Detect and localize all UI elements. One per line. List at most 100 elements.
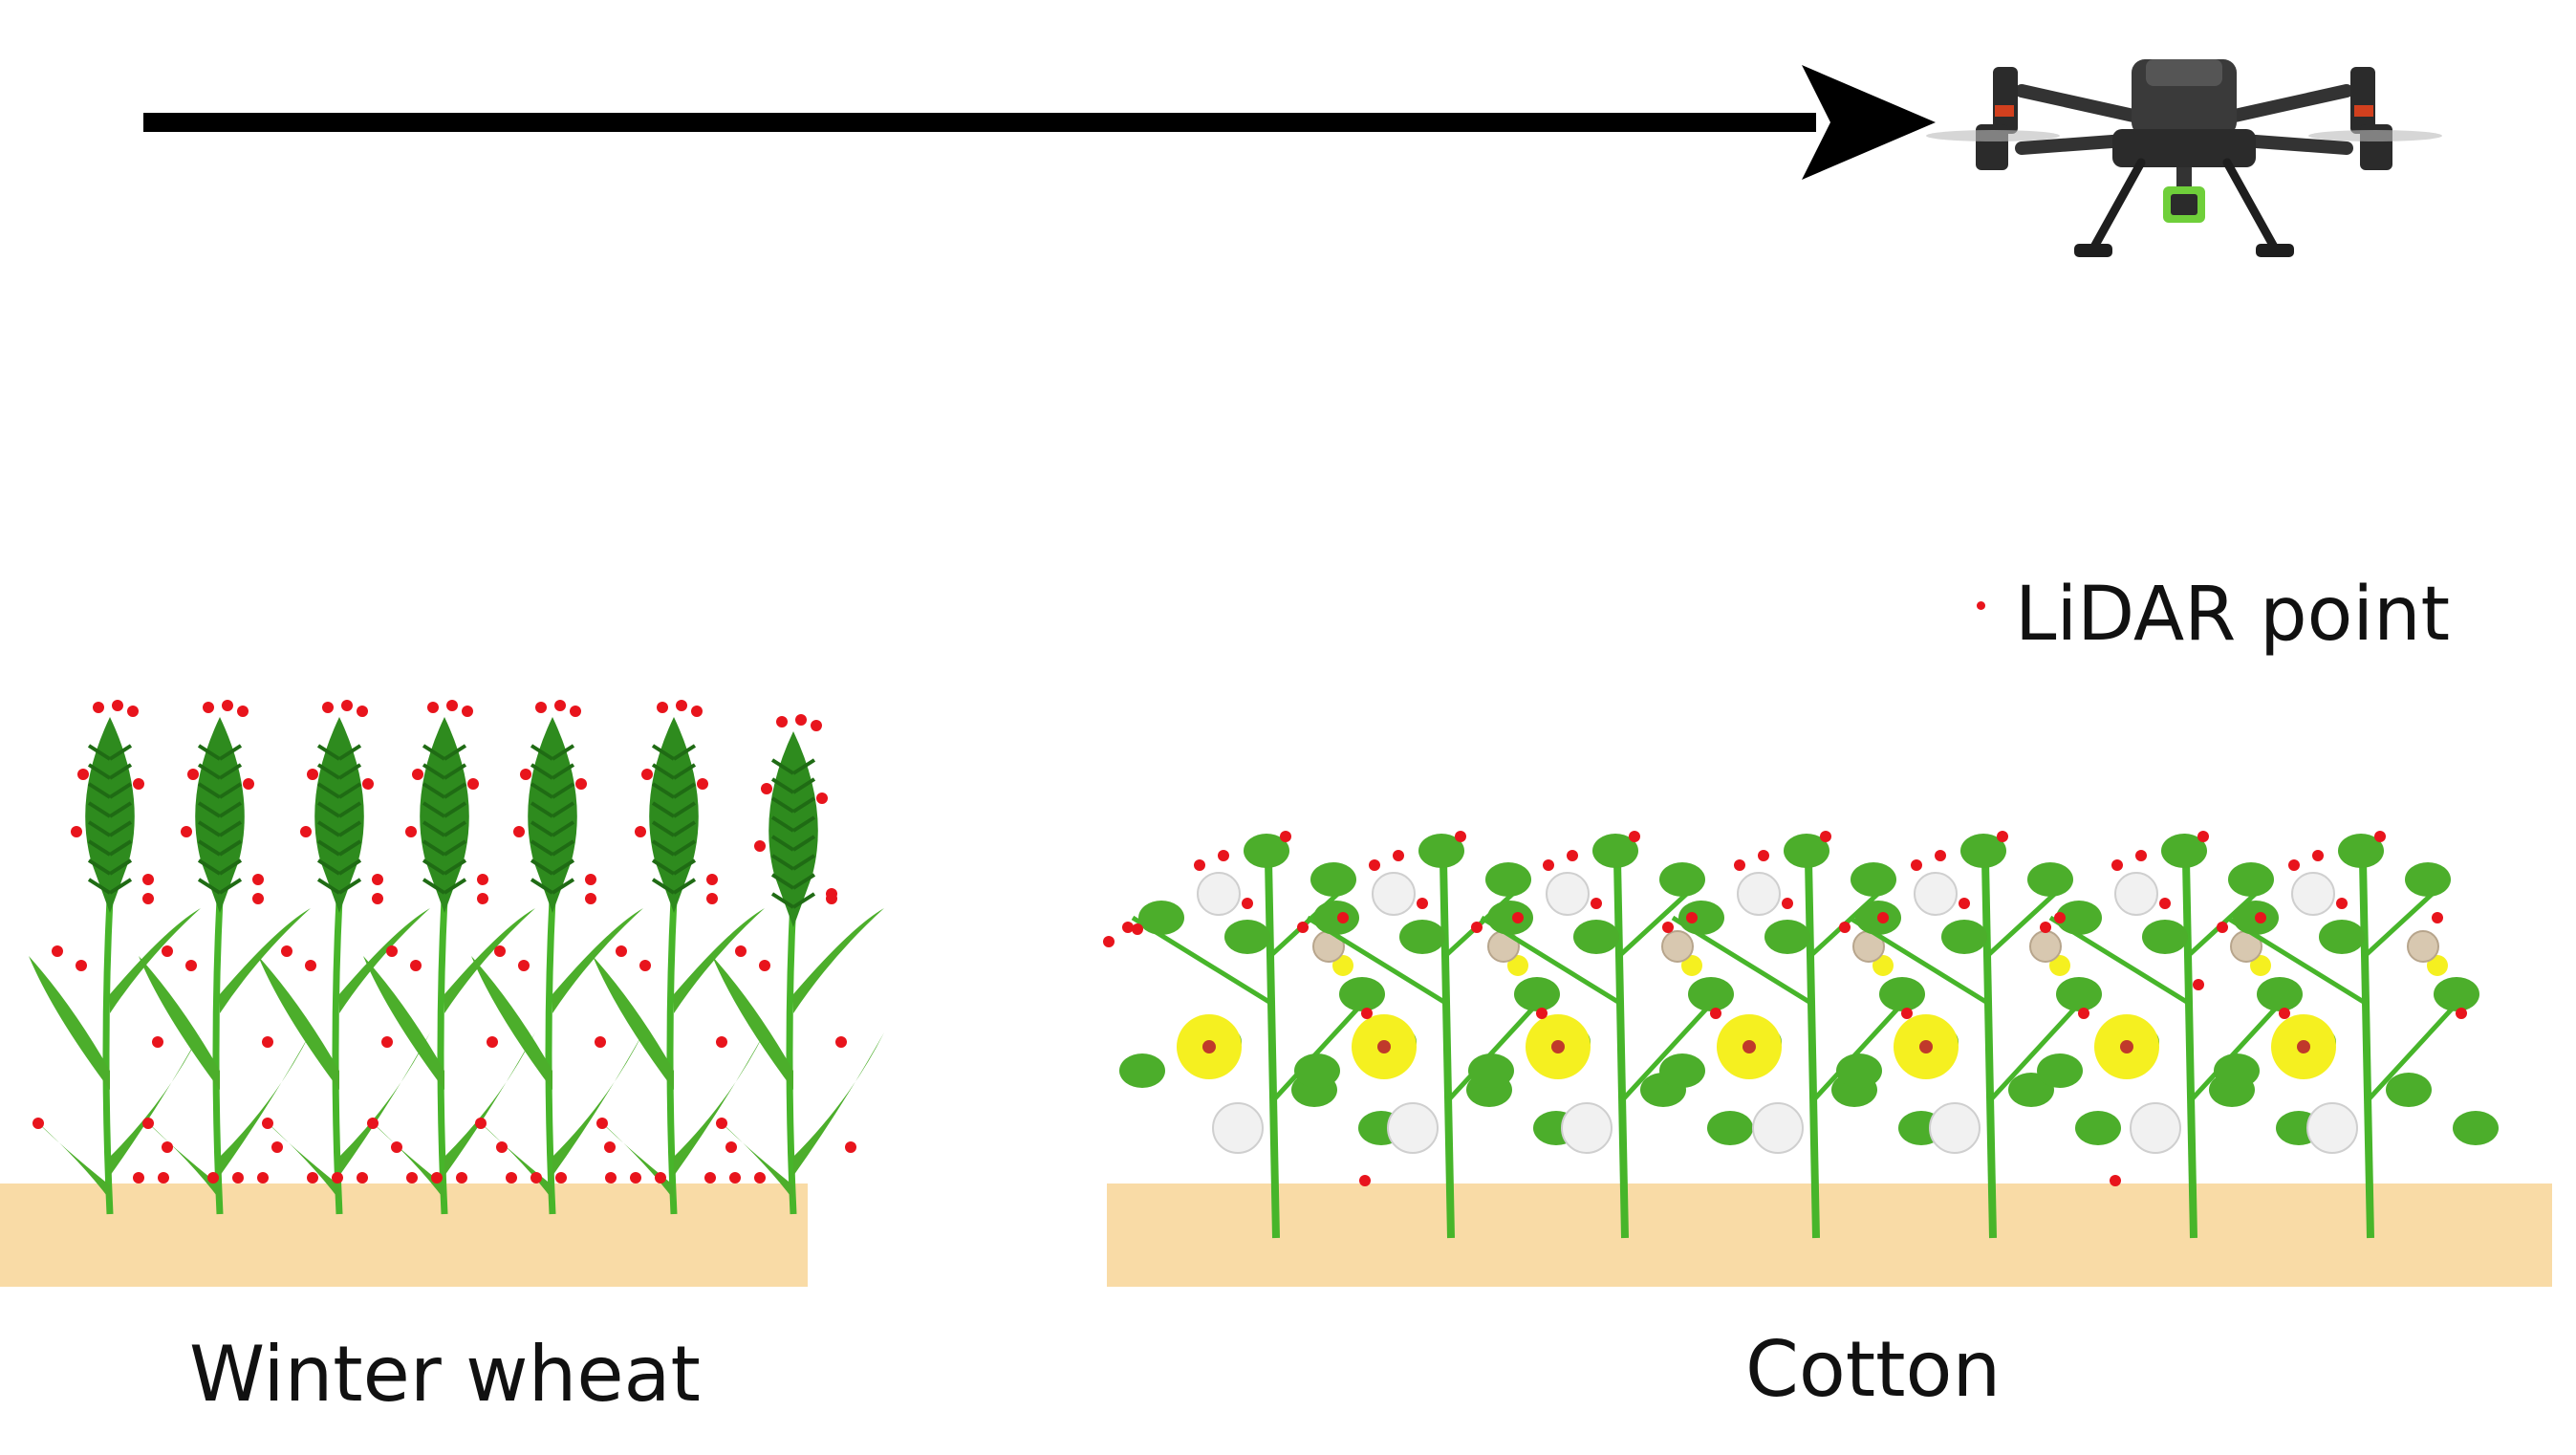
- lidar-point: [1734, 859, 1745, 871]
- lidar-point: [1959, 898, 1970, 909]
- lidar-point: [127, 706, 139, 717]
- lidar-point: [845, 1141, 856, 1153]
- lidar-point: [506, 1172, 517, 1184]
- lidar-point: [133, 1172, 144, 1184]
- lidar-point: [585, 874, 596, 885]
- lidar-point: [1393, 850, 1404, 861]
- lidar-point: [1280, 831, 1291, 842]
- cotton-plant-icon: [2037, 834, 2322, 1239]
- wheat-plant-icon: [363, 717, 535, 1215]
- lidar-point: [630, 1172, 641, 1184]
- lidar-point: [595, 1036, 606, 1048]
- legend-label: LiDAR point: [2015, 572, 2451, 658]
- lidar-point: [93, 702, 104, 713]
- lidar-point: [2111, 859, 2123, 871]
- soil-wheat: [0, 1184, 808, 1287]
- lidar-point: [759, 960, 770, 971]
- lidar-point: [2159, 898, 2171, 909]
- lidar-point: [2197, 831, 2209, 842]
- lidar-point: [142, 893, 154, 904]
- lidar-point: [1132, 923, 1143, 935]
- soil-cotton: [1107, 1184, 2552, 1287]
- lidar-point: [811, 720, 822, 731]
- lidar-point: [585, 893, 596, 904]
- lidar-point: [412, 769, 423, 780]
- winter-wheat-label: Winter wheat: [189, 1330, 701, 1419]
- lidar-point: [367, 1118, 379, 1129]
- lidar-point: [1242, 898, 1253, 909]
- lidar-point: [716, 1118, 727, 1129]
- lidar-point: [207, 1172, 219, 1184]
- wheat-plant-icon: [712, 731, 884, 1215]
- lidar-point: [52, 945, 63, 957]
- lidar-point: [1543, 859, 1554, 871]
- lidar-point: [372, 874, 383, 885]
- cotton-field: [1119, 834, 2499, 1239]
- lidar-point: [635, 826, 646, 837]
- lidar-point: [1218, 850, 1229, 861]
- lidar-point: [427, 702, 439, 713]
- lidar-point: [381, 1036, 393, 1048]
- lidar-point: [795, 714, 807, 726]
- lidar-point: [232, 1172, 244, 1184]
- lidar-point: [341, 700, 353, 711]
- lidar-point: [305, 960, 316, 971]
- lidar-point: [555, 1172, 567, 1184]
- lidar-point: [1194, 859, 1205, 871]
- lidar-point: [706, 893, 718, 904]
- lidar-point: [1877, 912, 1889, 923]
- lidar-point: [1935, 850, 1946, 861]
- lidar-point: [616, 945, 627, 957]
- lidar-point: [262, 1036, 273, 1048]
- lidar-point: [735, 945, 747, 957]
- lidar-point: [456, 1172, 467, 1184]
- lidar-point: [2110, 1175, 2121, 1186]
- lidar-point: [222, 700, 233, 711]
- lidar-point: [405, 826, 417, 837]
- lidar-point: [362, 778, 374, 790]
- lidar-point: [605, 1172, 617, 1184]
- lidar-point: [2040, 922, 2051, 933]
- lidar-point: [477, 874, 488, 885]
- lidar-point: [243, 778, 254, 790]
- lidar-point: [1997, 831, 2008, 842]
- wheat-plant-icon: [29, 717, 201, 1215]
- lidar-point: [322, 702, 334, 713]
- lidar-point: [494, 945, 506, 957]
- wheat-plant-icon: [593, 717, 765, 1215]
- lidar-point: [76, 960, 87, 971]
- lidar-point: [1839, 922, 1851, 933]
- lidar-point: [1567, 850, 1578, 861]
- lidar-point: [477, 893, 488, 904]
- lidar-point: [181, 826, 192, 837]
- lidar-point: [410, 960, 422, 971]
- lidar-point: [32, 1118, 44, 1129]
- flight-direction-arrow: [143, 65, 1936, 180]
- lidar-point: [307, 769, 318, 780]
- lidar-point: [2255, 912, 2266, 923]
- lidar-point: [1337, 912, 1349, 923]
- lidar-point: [1512, 912, 1524, 923]
- lidar-point: [535, 702, 547, 713]
- lidar-point: [776, 716, 788, 728]
- lidar-point: [575, 778, 587, 790]
- lidar-point: [1455, 831, 1466, 842]
- lidar-point: [1710, 1008, 1721, 1019]
- lidar-point: [2279, 1008, 2290, 1019]
- lidar-point: [2078, 1008, 2089, 1019]
- lidar-point: [725, 1141, 737, 1153]
- lidar-point: [761, 783, 772, 794]
- lidar-point: [462, 706, 473, 717]
- lidar-point: [2054, 912, 2066, 923]
- lidar-point: [257, 1172, 269, 1184]
- lidar-point: [77, 769, 89, 780]
- lidar-point: [1662, 922, 1674, 933]
- lidar-point: [112, 700, 123, 711]
- lidar-point: [300, 826, 312, 837]
- uav-drone-icon: [1926, 59, 2442, 257]
- lidar-point: [570, 706, 581, 717]
- lidar-point-legend-marker: [1977, 601, 1985, 610]
- wheat-plant-icon: [139, 717, 311, 1215]
- lidar-point: [475, 1118, 487, 1129]
